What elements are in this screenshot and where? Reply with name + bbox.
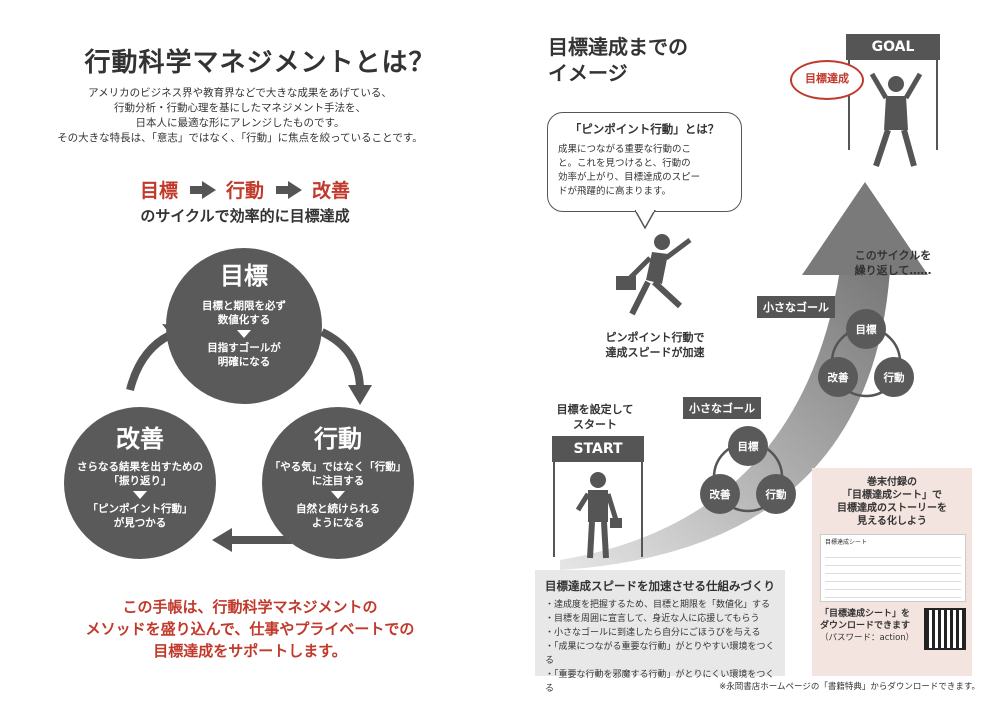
- promo-head: 巻末付録の 「目標達成シート」で 目標達成のストーリーを 見える化しよう: [812, 476, 972, 528]
- mechanism-item: ・小さなゴールに到達したら自分にごほうびを与える: [545, 628, 761, 638]
- arrow-right-icon: [276, 180, 302, 199]
- download-text: 「目標達成シート」を ダウンロードできます （パスワード：action）: [820, 608, 920, 644]
- repeat-line: 繰り返して……: [854, 264, 932, 277]
- start-caption-line: スタート: [573, 418, 617, 431]
- section-title: 目標達成までの イメージ: [548, 34, 688, 86]
- footnote: ※永岡書店ホームページの「書籍特典」からダウンロードできます。: [719, 682, 980, 692]
- download-line: （パスワード：action）: [820, 633, 915, 643]
- start-caption: 目標を設定して スタート: [550, 402, 640, 432]
- start-sign: START: [552, 436, 644, 462]
- accel-caption: ピンポイント行動で 達成スピードが加速: [595, 330, 715, 360]
- circle-improve-title: 改善: [116, 425, 164, 453]
- bubble-text: ドが飛躍的に高まります。: [558, 186, 672, 197]
- circle-text: 自然と続けられる: [296, 503, 380, 515]
- section-title-line: イメージ: [548, 61, 628, 85]
- circle-text: 「振り返り」: [108, 475, 172, 487]
- mechanism-item: ・「成果につながる重要な行動」がとりやすい環境をつくる: [545, 642, 775, 666]
- cycle-subtitle: のサイクルで効率的に目標達成: [140, 207, 350, 225]
- mechanism-item: ・「重要な行動を邪魔する行動」がとりにくい環境をつくる: [545, 670, 775, 694]
- circle-text: 「ピンポイント行動」: [87, 503, 193, 515]
- circle-text: に注目する: [311, 475, 365, 487]
- qr-code-icon[interactable]: [924, 608, 966, 650]
- goal-post-left: [848, 60, 850, 150]
- circle-text: 数値化する: [217, 314, 271, 326]
- bubble-tail: [635, 210, 656, 230]
- circle-text: 目指すゴールが: [207, 342, 281, 354]
- repeat-line: このサイクルを: [854, 249, 932, 262]
- circle-text: ようになる: [311, 517, 365, 529]
- intro-line: その大きな特長は、「意志」ではなく、「行動」に焦点を絞っていることです。: [57, 132, 423, 144]
- intro-line: アメリカのビジネス界や教育界などで大きな成果をあげている、: [88, 87, 392, 99]
- node-goal: 目標: [846, 309, 886, 349]
- small-goal-tag: 小さなゴール: [683, 397, 761, 419]
- start-caption-line: 目標を設定して: [556, 403, 634, 416]
- node-improve: 改善: [818, 357, 858, 397]
- accel-line: 達成スピードが加速: [605, 346, 705, 359]
- pinpoint-bubble: 「ピンポイント行動」とは？ 成果につながる重要な行動のこ と。これを見つけると、…: [547, 112, 742, 212]
- section-title-line: 目標達成までの: [548, 35, 688, 59]
- bubble-text: と。これを見つけると、行動の: [558, 158, 691, 169]
- circle-goal-title: 目標: [220, 262, 268, 290]
- bottom-line: 目標達成をサポートします。: [153, 642, 347, 660]
- bottom-line: メソッドを盛り込んで、仕事やプライベートでの: [85, 620, 415, 638]
- promo-box: 巻末付録の 「目標達成シート」で 目標達成のストーリーを 見える化しよう 目標達…: [812, 468, 972, 676]
- sheet-preview: 目標達成シート: [820, 534, 966, 602]
- promo-head-line: 目標達成のストーリーを: [837, 503, 947, 514]
- circle-text: が見つかる: [113, 517, 167, 529]
- goal-badge: 目標達成: [790, 60, 864, 100]
- promo-head-line: 巻末付録の: [867, 477, 917, 488]
- goal-sign: GOAL: [846, 34, 940, 60]
- bottom-message: この手帳は、行動科学マネジメントの メソッドを盛り込んで、仕事やプライベートでの…: [60, 596, 440, 662]
- arrow-down-icon: [331, 491, 345, 499]
- circle-action-title: 行動: [314, 425, 362, 453]
- mechanism-box: 目標達成スピードを加速させる仕組みづくり ・達成度を把握するため、目標と期限を「…: [535, 570, 785, 694]
- start-post-left: [553, 462, 555, 557]
- cycle-word-goal: 目標: [139, 180, 178, 202]
- circle-goal: 目標 目標と期限を必ず 数値化する 目指すゴールが 明確になる: [166, 248, 322, 404]
- small-goal-tag: 小さなゴール: [757, 296, 835, 318]
- cycle-word-action: 行動: [225, 180, 264, 202]
- page-title: 行動科学マネジメントとは？: [84, 48, 436, 78]
- circle-text: 「やる気」ではなく「行動」: [269, 461, 407, 473]
- bubble-text: 成果につながる重要な行動のこ: [558, 144, 692, 155]
- celebrating-person-icon: [869, 72, 923, 167]
- download-line: 「目標達成シート」を: [820, 609, 911, 619]
- cycle-flow: 目標 行動 改善: [95, 176, 395, 203]
- node-action: 行動: [874, 357, 914, 397]
- circle-text: さらなる結果を出すための: [77, 461, 203, 473]
- circle-text: 明確になる: [217, 356, 271, 368]
- accel-line: ピンポイント行動で: [605, 331, 705, 344]
- running-person-icon: [616, 234, 692, 316]
- bubble-title: 「ピンポイント行動」とは？: [569, 122, 720, 136]
- mechanism-item: ・目標を周囲に宣言して、身近な人に応援してもらう: [545, 614, 760, 624]
- goal-post-right: [936, 60, 938, 150]
- intro-text: アメリカのビジネス界や教育界などで大きな成果をあげている、 行動分析・行動心理を…: [40, 86, 440, 146]
- download-line: ダウンロードできます: [820, 621, 911, 631]
- node-action: 行動: [756, 474, 796, 514]
- circle-text: 目標と期限を必ず: [202, 300, 286, 312]
- cycle-word-improve: 改善: [312, 180, 351, 202]
- arrow-right-icon: [189, 180, 216, 199]
- mechanism-item: ・達成度を把握するため、目標と期限を「数値化」する: [545, 600, 771, 610]
- bottom-line: この手帳は、行動科学マネジメントの: [122, 598, 378, 616]
- start-post-right: [641, 462, 643, 557]
- promo-head-line: 見える化しよう: [857, 516, 927, 527]
- standing-person-icon: [575, 472, 622, 559]
- arrow-down-icon: [237, 330, 251, 338]
- bubble-text: 効率が上がり、目標達成のスピー: [558, 172, 701, 183]
- node-goal: 目標: [728, 426, 768, 466]
- repeat-caption: このサイクルを 繰り返して……: [838, 248, 948, 278]
- circle-improve: 改善 さらなる結果を出すための 「振り返り」 「ピンポイント行動」 が見つかる: [64, 407, 216, 559]
- circle-action: 行動 「やる気」ではなく「行動」 に注目する 自然と続けられる ようになる: [262, 407, 414, 559]
- sheet-grid: [825, 550, 961, 598]
- sheet-preview-title: 目標達成シート: [825, 539, 868, 546]
- arrow-down-icon: [133, 491, 147, 499]
- node-improve: 改善: [700, 474, 740, 514]
- intro-line: 行動分析・行動心理を基にしたマネジメント手法を、: [114, 102, 366, 114]
- intro-line: 日本人に最適な形にアレンジしたものです。: [135, 117, 345, 129]
- mechanism-title: 目標達成スピードを加速させる仕組みづくり: [545, 579, 775, 593]
- promo-head-line: 「目標達成シート」で: [842, 490, 942, 501]
